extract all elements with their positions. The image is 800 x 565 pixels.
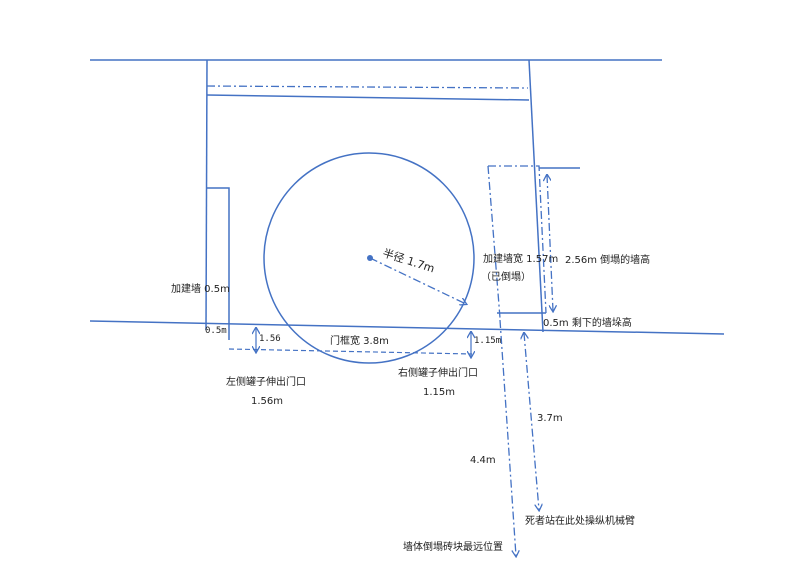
collapsed-wall-outline (488, 165, 547, 314)
door-frame-line (228, 348, 473, 355)
collapsed-wall-height-label: 2.56m 倒塌的墙高 (565, 253, 650, 266)
right-wall-line (528, 59, 544, 333)
inner-dashdot-line (206, 85, 529, 89)
height-dim-arrow (547, 175, 553, 311)
left-tank-label-2: 1.56m (251, 396, 283, 407)
tank-circle (263, 152, 475, 364)
ground-line (89, 320, 725, 335)
remaining-wall-label: 0.5m 剩下的墙垛高 (543, 316, 632, 329)
added-wall-left (206, 187, 230, 340)
radius-label: 半径 1.7m (381, 246, 436, 276)
added-wall-width-label: 加建墙宽 1.57m (483, 252, 558, 265)
left-wall-line (205, 59, 208, 331)
radius-line (369, 257, 466, 304)
inner-solid-line (206, 94, 530, 101)
right-tank-label-1: 右侧罐子伸出门口 (398, 366, 478, 379)
dim-156-small-label: 1.56 (259, 334, 281, 344)
collapsed-wall-left-edge (487, 165, 501, 319)
right-tank-label-2: 1.15m (423, 387, 455, 398)
dim-115-small-label: 1.15m (474, 336, 501, 346)
door-width-label: 门框宽 3.8m (330, 334, 389, 347)
dist-44-arrow (499, 319, 516, 556)
added-wall-label: 加建墙 0.5m (171, 282, 230, 295)
debris-farthest-label: 墙体倒塌砖块最远位置 (403, 540, 503, 553)
dist-44-label: 4.4m (470, 455, 496, 466)
dist-37-arrow (524, 333, 539, 510)
victim-position-label: 死者站在此处操纵机械臂 (525, 514, 635, 527)
dist-37-label: 3.7m (537, 413, 563, 424)
small-05-left-label: 0.5m (205, 326, 227, 336)
left-tank-label-1: 左侧罐子伸出门口 (226, 375, 306, 388)
collapsed-label: （已倒塌） (481, 271, 531, 283)
